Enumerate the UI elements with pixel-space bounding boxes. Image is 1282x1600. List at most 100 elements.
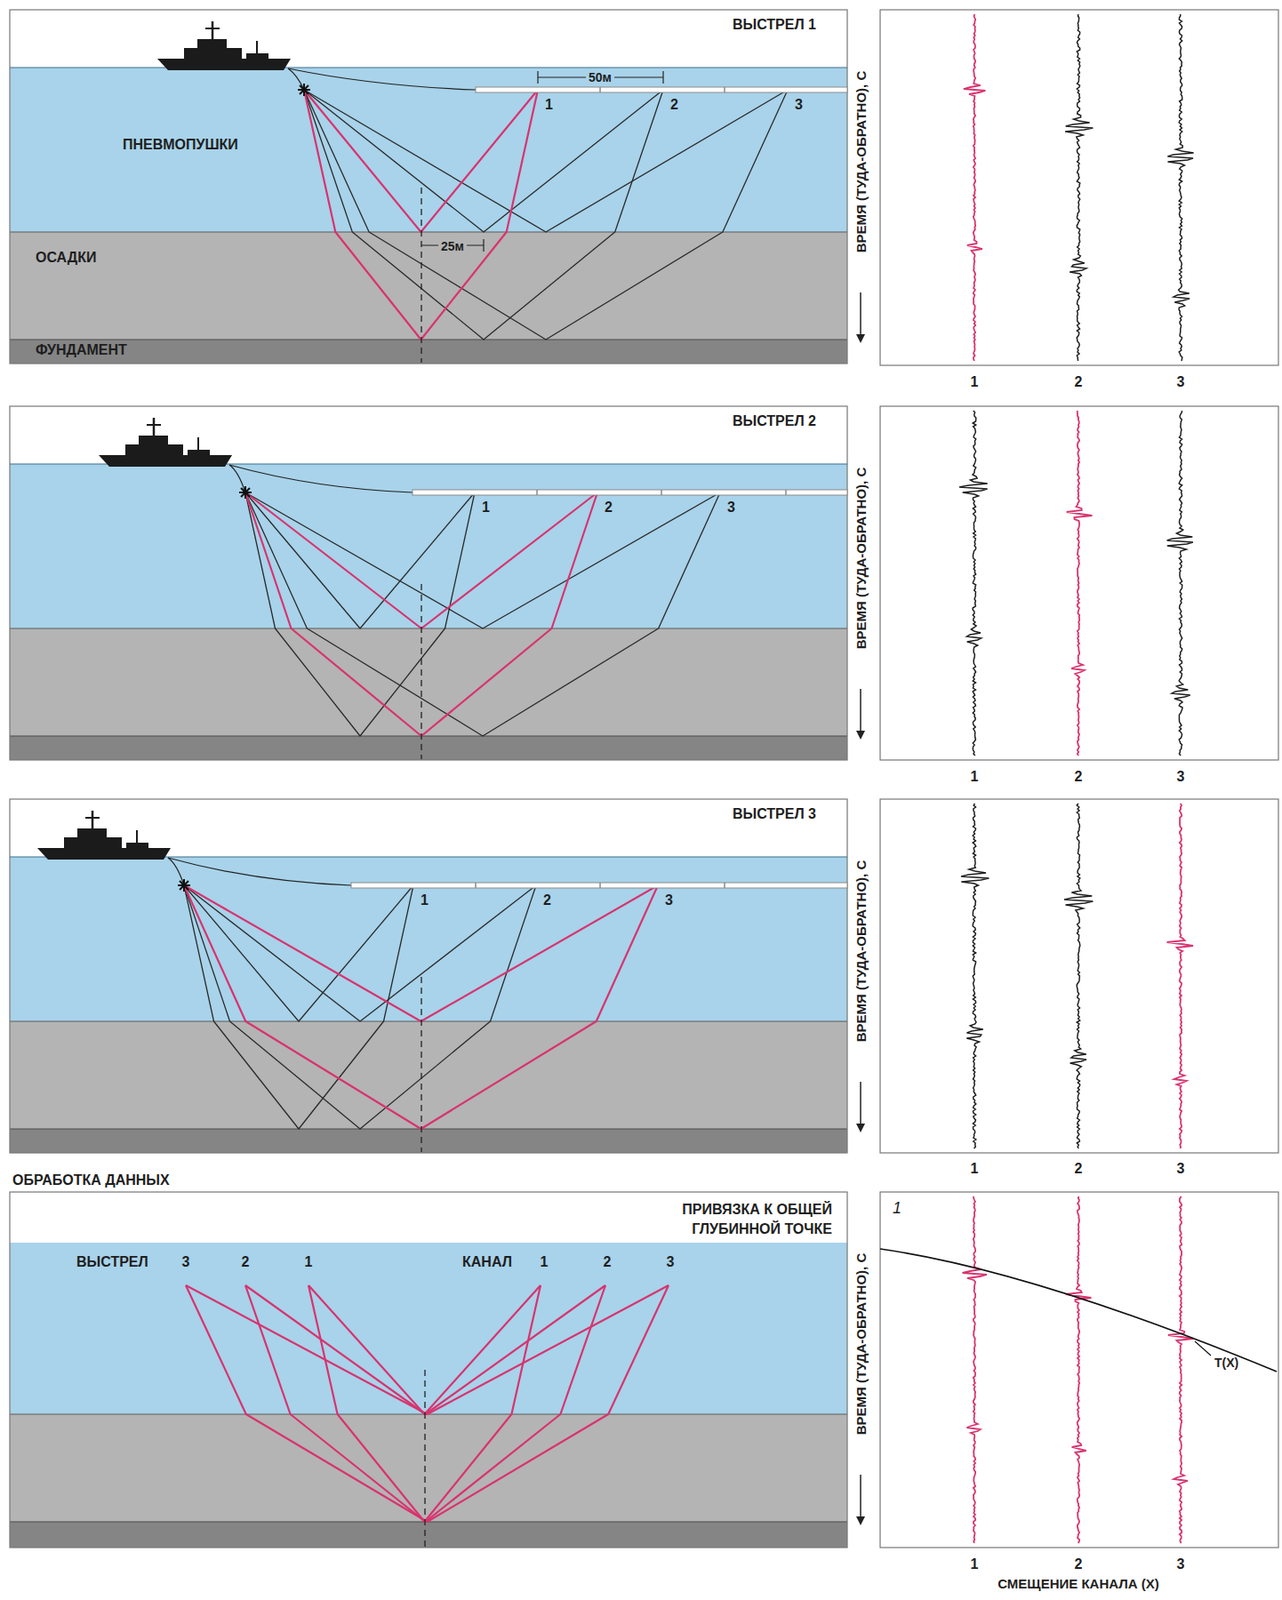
- trace-number: 3: [1177, 373, 1186, 391]
- sea-surface: [9, 66, 848, 68]
- trace-number: 2: [1074, 1555, 1083, 1573]
- ship-silhouette: [157, 39, 291, 71]
- panel-frame: [9, 799, 848, 1154]
- trace-number: 3: [1177, 1555, 1186, 1573]
- sediment-layer: [9, 1414, 848, 1523]
- tow-cable: [168, 857, 352, 886]
- section-heading: ОБРАБОТКА ДАННЫХ: [12, 1171, 170, 1189]
- trace-number: 1: [970, 1160, 979, 1178]
- streamer-joint: [660, 489, 663, 496]
- ship-mast: [205, 27, 220, 30]
- axis-label: ВРЕМЯ (ТУДА-ОБРАТНО), С: [852, 1253, 870, 1436]
- ship-mast: [197, 437, 200, 450]
- axis-label: ВРЕМЯ (ТУДА-ОБРАТНО), С: [852, 467, 870, 650]
- ship-mast: [136, 830, 138, 843]
- ray-path: [245, 492, 721, 737]
- dimension-label: 25м: [438, 238, 467, 256]
- seismic-trace: [1167, 14, 1194, 361]
- seismic-trace: [1168, 1196, 1194, 1544]
- ship-silhouette: [98, 435, 233, 467]
- cmp-dashed-line: [420, 584, 422, 760]
- channel-number: 2: [543, 891, 552, 909]
- time-arrow: [859, 292, 862, 338]
- cmp-dashed-line: [424, 1370, 425, 1547]
- seismic-trace: [962, 1196, 987, 1544]
- channel-number: 2: [670, 96, 679, 113]
- interface-line: [9, 628, 848, 630]
- streamer-joint: [474, 882, 477, 889]
- streamer-joint: [723, 882, 726, 889]
- time-arrow: [859, 689, 862, 735]
- ship-mast: [85, 817, 100, 819]
- time-arrow: [856, 730, 866, 740]
- channel-number: 1: [420, 891, 429, 909]
- streamer-joint: [785, 489, 787, 496]
- shot-number: 1: [304, 1253, 313, 1271]
- sediment-layer: [9, 1021, 848, 1130]
- leader-line: [1194, 1341, 1211, 1356]
- seismic-trace: [1065, 14, 1093, 361]
- streamer-joint: [599, 87, 601, 93]
- panel-title: ВЫСТРЕЛ 1: [732, 16, 817, 33]
- panel-frame: [9, 9, 848, 364]
- panel-title: ВЫСТРЕЛ 2: [732, 412, 817, 430]
- channel-number: 1: [540, 1253, 549, 1271]
- ship-mast: [152, 417, 156, 436]
- interface-line: [9, 339, 848, 341]
- ship-mast: [256, 40, 258, 54]
- ray-path: [185, 1285, 669, 1523]
- streamer-joint: [723, 87, 726, 93]
- trace-number: 2: [1074, 373, 1083, 391]
- streamer-joint: [536, 489, 538, 496]
- dimension-tick: [482, 239, 484, 252]
- ship-mast: [146, 424, 161, 426]
- trace-panel: [880, 799, 1279, 1154]
- axis-label: СМЕЩЕНИЕ КАНАЛА (X): [997, 1575, 1160, 1593]
- ray-path: [184, 885, 658, 1130]
- trace-number: 1: [970, 1555, 979, 1573]
- shot-number: 3: [182, 1253, 191, 1271]
- seismic-trace: [1065, 1196, 1092, 1544]
- streamer: [412, 489, 848, 496]
- seismic-trace: [963, 14, 986, 361]
- trace-number: 2: [1074, 768, 1083, 786]
- ray-path: [304, 89, 788, 340]
- airgun-symbol: [299, 85, 309, 95]
- ray-path: [304, 89, 664, 233]
- panel-frame: [9, 1192, 848, 1548]
- panel-title: ВЫСТРЕЛ 3: [732, 805, 817, 823]
- layer-label: ОСАДКИ: [35, 248, 97, 266]
- interface-line: [9, 736, 848, 738]
- cmp-dashed-line: [420, 187, 422, 363]
- airgun-symbol: [240, 488, 250, 497]
- water-layer: [9, 464, 848, 629]
- moveout-curve: [880, 1249, 1277, 1372]
- ray-path: [245, 492, 598, 737]
- interface-line: [9, 1129, 848, 1130]
- tow-cable: [288, 68, 476, 90]
- trace-panel: [880, 1192, 1279, 1548]
- tow-cable: [229, 464, 413, 493]
- time-arrow: [856, 334, 866, 344]
- panel-frame: [9, 406, 848, 761]
- channel-number: 3: [727, 498, 736, 516]
- trace-number: 2: [1074, 1160, 1083, 1178]
- time-arrow: [859, 1081, 862, 1128]
- shot-label: ВЫСТРЕЛ: [76, 1253, 149, 1271]
- basement-layer: [9, 736, 848, 761]
- channel-number: 2: [604, 498, 613, 516]
- channel-number: 3: [794, 96, 803, 113]
- channel-number: 3: [666, 1253, 675, 1271]
- panel-number: 1: [892, 1200, 902, 1218]
- basement-layer: [9, 1129, 848, 1154]
- water-layer: [9, 67, 848, 233]
- sediment-layer: [9, 232, 848, 340]
- time-arrow: [859, 1474, 862, 1521]
- time-arrow: [856, 1123, 866, 1133]
- trace-number: 3: [1177, 1160, 1186, 1178]
- water-layer: [9, 857, 848, 1022]
- layer-label: ФУНДАМЕНТ: [35, 341, 128, 359]
- dimension-tick: [662, 71, 664, 84]
- seismic-trace: [961, 803, 989, 1149]
- airgun-symbol: [179, 881, 189, 890]
